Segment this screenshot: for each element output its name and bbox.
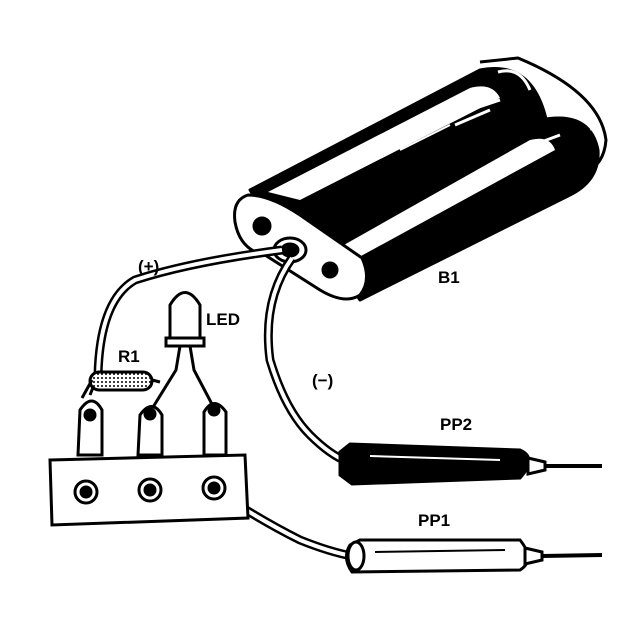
resistor-r1: [80, 370, 161, 399]
label-r1: R1: [118, 347, 140, 366]
holder-rivet: [252, 216, 272, 236]
probe-pp2: [338, 442, 602, 486]
battery-cell-bottom: [318, 116, 600, 302]
label-minus: (−): [312, 371, 333, 390]
label-b1: B1: [438, 268, 460, 287]
probe-pp1: [345, 538, 603, 574]
led: [148, 291, 216, 413]
wire-positive: [93, 245, 283, 376]
holder-rivet: [321, 261, 339, 279]
terminal-strip: [48, 399, 250, 527]
label-pp1: PP1: [418, 511, 450, 530]
label-pp2: PP2: [440, 415, 472, 434]
label-plus: (+): [138, 257, 159, 276]
terminal-screw: [137, 477, 163, 503]
battery-holder-b1: [233, 56, 608, 302]
terminal-screw: [201, 475, 227, 501]
label-led: LED: [206, 310, 240, 329]
solder-lug: [136, 405, 164, 457]
terminal-screw: [73, 479, 99, 505]
solder-lug: [202, 402, 228, 457]
wire-negative: [263, 255, 350, 467]
